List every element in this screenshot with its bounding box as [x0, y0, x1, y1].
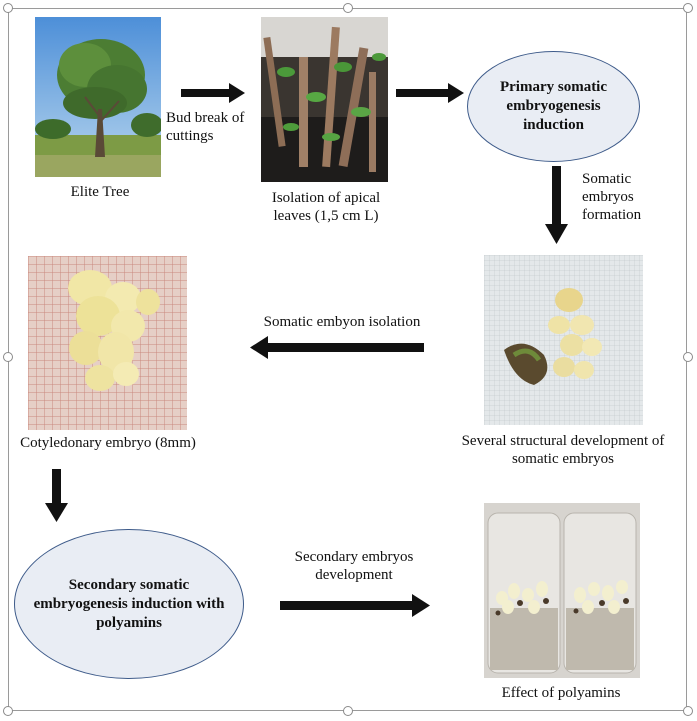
resize-handle-bottom-left[interactable]: [3, 706, 13, 716]
structural-development-caption: Several structural development of somati…: [461, 433, 665, 467]
secondary-induction-label: Secondary somatic embryogenesis inductio…: [33, 576, 225, 631]
resize-handle-top[interactable]: [343, 3, 353, 13]
elite-tree-photo: [35, 17, 161, 177]
bud-break-label: Bud break of cuttings: [166, 110, 245, 144]
somatic-embryos-photo: [484, 255, 643, 425]
elite-tree-caption: Elite Tree: [70, 184, 130, 200]
resize-handle-top-right[interactable]: [683, 3, 693, 13]
polyamins-effect-photo: [484, 503, 640, 678]
resize-handle-left[interactable]: [3, 352, 13, 362]
resize-handle-bottom[interactable]: [343, 706, 353, 716]
secondary-induction-node: Secondary somatic embryogenesis inductio…: [14, 529, 244, 679]
resize-handle-right[interactable]: [683, 352, 693, 362]
primary-induction-label: Primary somatic embryogenesis induction: [499, 79, 608, 133]
cotyledonary-caption: Cotyledonary embryo (8mm): [20, 435, 196, 451]
primary-induction-node: Primary somatic embryogenesis induction: [467, 51, 640, 162]
resize-handle-bottom-right[interactable]: [683, 706, 693, 716]
isolation-caption: Isolation of apical leaves (1,5 cm L): [271, 190, 381, 224]
cotyledonary-embryo-photo: [28, 256, 187, 430]
resize-handle-top-left[interactable]: [3, 3, 13, 13]
formation-label: Somatic embryos formation: [582, 171, 642, 223]
apical-cuttings-photo: [261, 17, 388, 182]
embryo-isolation-label: Somatic embyon isolation: [263, 314, 421, 330]
effect-caption: Effect of polyamins: [501, 685, 621, 701]
secondary-development-label: Secondary embryos development: [294, 549, 414, 583]
